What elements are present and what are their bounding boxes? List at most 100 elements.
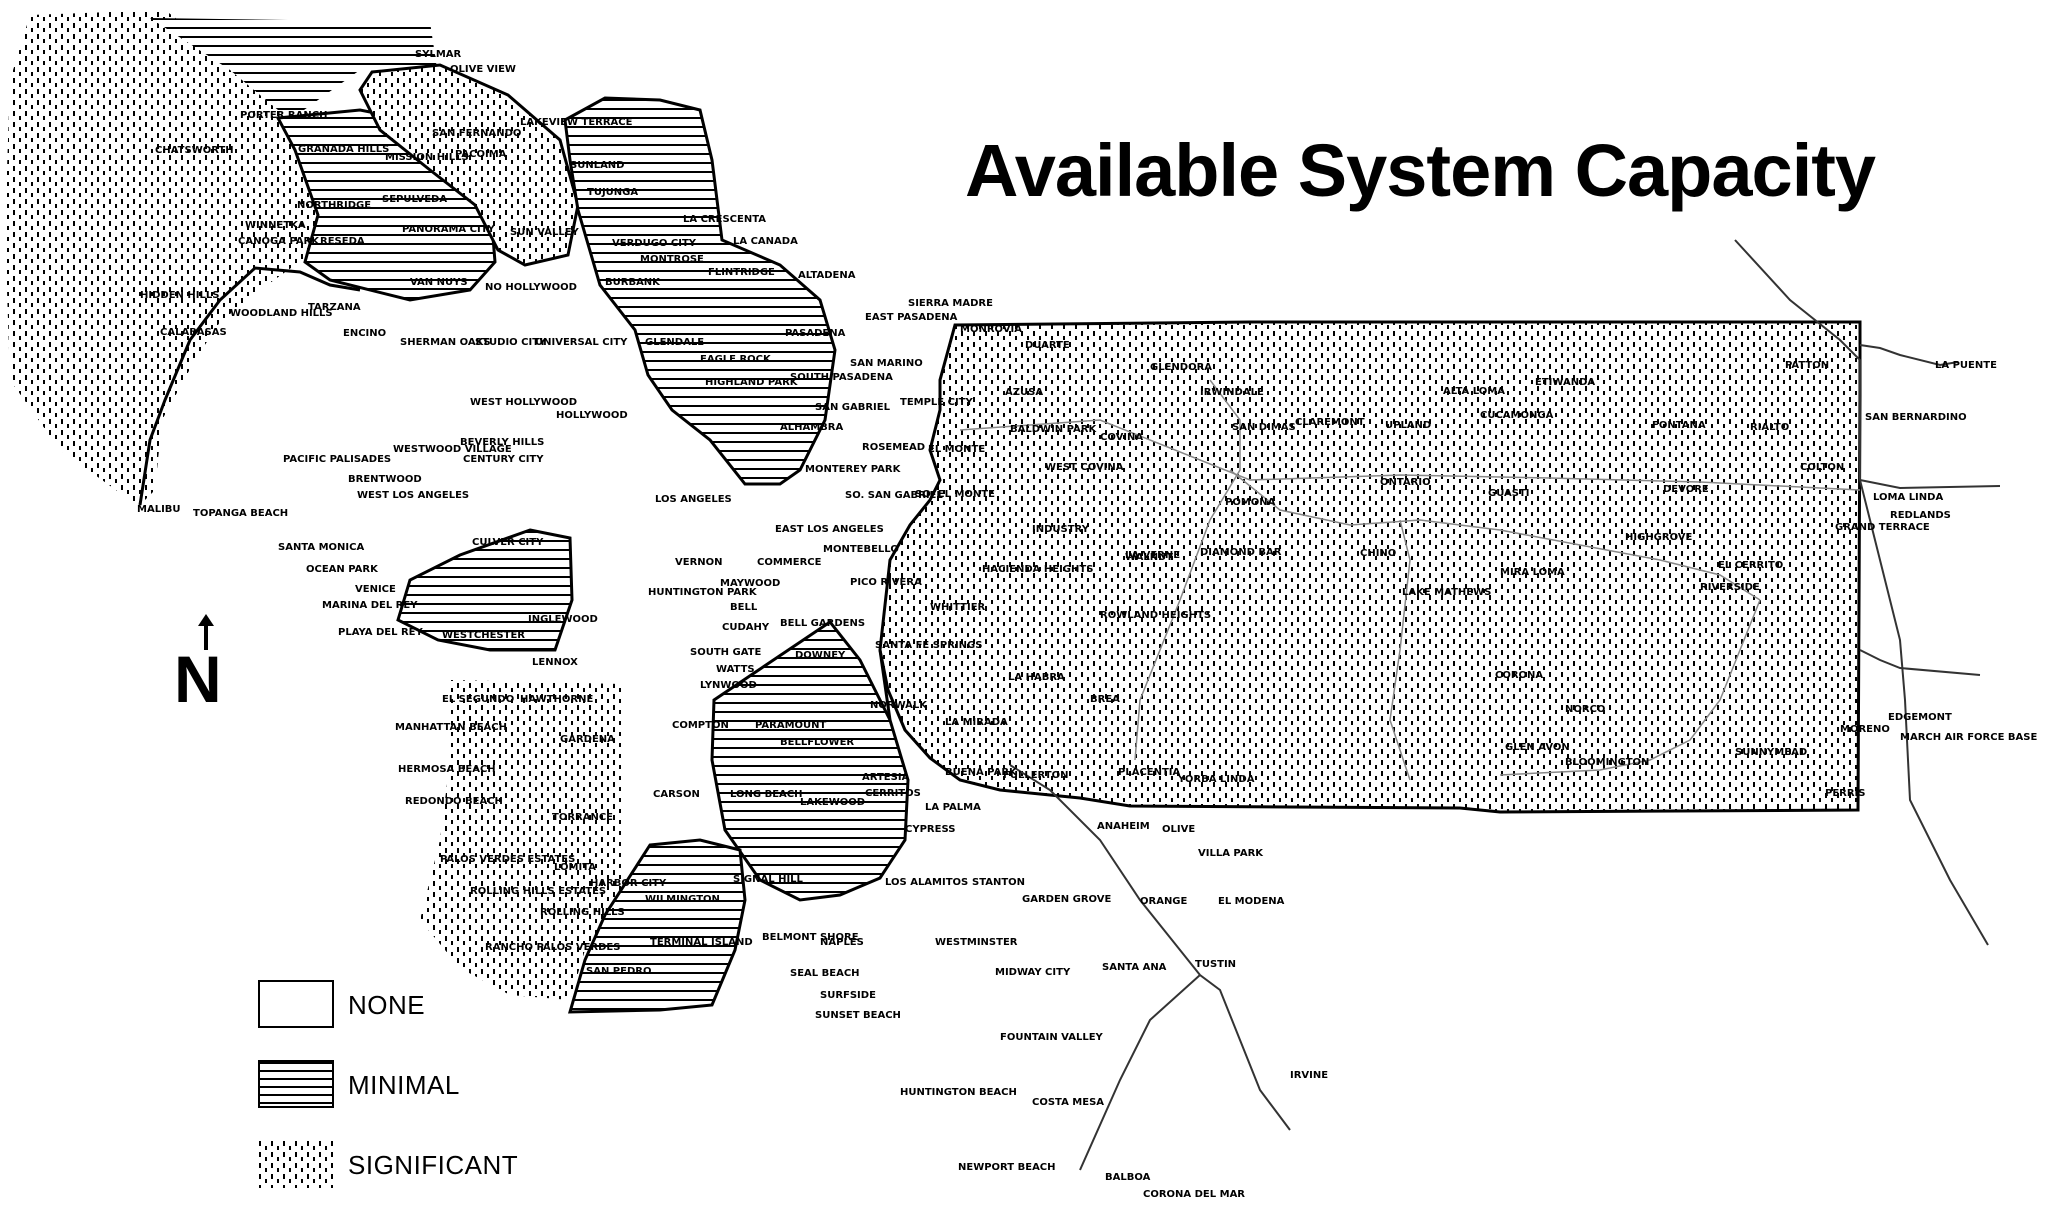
place-la-puente: INDUSTRY	[1032, 524, 1090, 535]
place-tujunga: TUJUNGA	[587, 187, 638, 198]
place-altadena: ALTADENA	[798, 270, 856, 281]
place-cypress: CYPRESS	[905, 824, 955, 835]
place-bell-gardens: BELL GARDENS	[780, 618, 865, 629]
place-artesia: ARTESIA	[862, 772, 910, 783]
place-east-los-angeles: EAST LOS ANGELES	[775, 524, 884, 535]
place-westchester: WESTCHESTER	[442, 630, 525, 641]
place-diamond-bar: DIAMOND BAR	[1200, 547, 1282, 558]
place-long-beach: LONG BEACH	[730, 789, 802, 800]
place-san-bernardino: SAN BERNARDINO	[1865, 412, 1967, 423]
place-azusa: AZUSA	[1005, 387, 1043, 398]
place-eagle-rock: EAGLE ROCK	[700, 354, 772, 365]
place-lennox: LENNOX	[532, 657, 578, 668]
place-glendora: GLENDORA	[1150, 362, 1212, 373]
place-whittier: WHITTIER	[930, 602, 986, 613]
region-significant-san-fernando	[358, 63, 580, 267]
place-naples: NAPLES	[820, 937, 864, 948]
place-calabasas: CALABASAS	[160, 327, 227, 338]
place-chatsworth: CHATSWORTH	[155, 145, 234, 156]
place-reseda: RESEDA	[320, 236, 365, 247]
place-san-pedro: SAN PEDRO	[586, 966, 651, 977]
north-letter: N	[174, 642, 222, 716]
place-fountain-valley: FOUNTAIN VALLEY	[1000, 1032, 1104, 1043]
place-mission-hills: MISSION HILLS	[385, 152, 469, 163]
place-bellflower: BELLFLOWER	[780, 737, 854, 748]
place-edgemont: EDGEMONT	[1888, 712, 1952, 723]
north-arrow-icon	[198, 614, 214, 650]
place-lake-mathews: EL CERRITO	[1718, 560, 1783, 571]
place-pacific-palisades: PACIFIC PALISADES	[283, 454, 391, 465]
place-sun-valley: SUN VALLEY	[510, 227, 580, 238]
place-south-pasadena: SOUTH PASADENA	[790, 372, 893, 383]
legend-swatch-none	[258, 980, 334, 1028]
place-studio-city: STUDIO CITY	[475, 337, 547, 348]
place-orange: ORANGE	[1140, 896, 1188, 907]
region-minimal-glendale-pasadena	[563, 96, 837, 486]
place-villa-park: VILLA PARK	[1198, 848, 1264, 859]
place-devore: PATTON	[1785, 360, 1829, 371]
freeway-lines	[1009, 239, 2001, 1171]
place-century-city: CENTURY CITY	[463, 454, 544, 465]
place-watts: WATTS	[716, 664, 755, 675]
place-montrose: MONTROSE	[640, 254, 704, 265]
place-rancho-palos-verdes: RANCHO PALOS VERDES	[485, 942, 620, 953]
place-rialto: RIALTO	[1750, 422, 1789, 433]
place-norco: NORCO	[1565, 704, 1605, 715]
place-etiwanda: ETIWANDA	[1535, 377, 1595, 388]
place-midway-city: MIDWAY CITY	[995, 967, 1071, 978]
place-pico-rivera: PICO RIVERA	[850, 577, 922, 588]
place-ontario: ONTARIO	[1380, 477, 1431, 488]
place-commerce: COMMERCE	[757, 557, 822, 568]
place-prado-dam: LAKE MATHEWS	[1402, 587, 1491, 598]
place-canoga-park: CANOGA PARK	[238, 236, 320, 247]
place-fullerton: FULLERTON	[1003, 770, 1068, 781]
place-irvine: IRVINE	[1290, 1070, 1328, 1081]
legend-row-none: NONE	[258, 980, 558, 1030]
place-sunland: SUNLAND	[570, 160, 624, 171]
place-brentwood: BRENTWOOD	[348, 474, 422, 485]
place-el-modena: EL MODENA	[1218, 896, 1285, 907]
place-hollywood: HOLLYWOOD	[556, 410, 628, 421]
legend-label-significant: SIGNIFICANT	[348, 1150, 519, 1180]
legend-swatch-significant	[258, 1140, 334, 1188]
place-sepulveda: SEPULVEDA	[382, 194, 447, 205]
place-downey: DOWNEY	[795, 650, 846, 661]
region-significant-south-bay	[420, 680, 622, 1000]
place-riverside: RIVERSIDE	[1700, 582, 1760, 593]
place-costa-mesa: COSTA MESA	[1032, 1097, 1104, 1108]
place-sunnymead: SUNNYMEAD	[1735, 747, 1807, 758]
place-lakeview-terrace: LAKEVIEW TERRACE	[520, 117, 633, 128]
place-colton: COLTON	[1800, 462, 1844, 473]
place-sherman-oaks: SHERMAN OAKS	[400, 337, 491, 348]
place-upland: UPLAND	[1385, 420, 1431, 431]
place-so-san-gabriel: SO. SAN GABRIEL	[845, 490, 943, 501]
place-palos-verdes-estates: PALOS VERDES ESTATES	[440, 854, 575, 865]
coastline	[138, 266, 892, 721]
place-east-pasadena: EAST PASADENA	[865, 312, 958, 323]
legend-row-minimal: MINIMAL	[258, 1060, 558, 1110]
place-olive-view: OLIVE VIEW	[450, 64, 516, 75]
place-hermosa-beach: HERMOSA BEACH	[398, 764, 496, 775]
region-minimal-culver	[396, 528, 574, 652]
place-lynwood: LYNWOOD	[700, 680, 757, 691]
place-hawthorne: HAWTHORNE	[520, 694, 593, 705]
place-westwood-village: WESTWOOD VILLAGE	[393, 444, 512, 455]
place-playa-del-rey: PLAYA DEL REY	[338, 627, 424, 638]
place-santa-fe-springs: SANTA FE SPRINGS	[875, 640, 982, 651]
place-rosemead: ROSEMEAD	[862, 442, 925, 453]
place-malibu: MALIBU	[137, 504, 181, 515]
place-harbor-city: HARBOR CITY	[590, 878, 667, 889]
place-maywood: MAYWOOD	[720, 578, 780, 589]
place-la-palma: LA PALMA	[925, 802, 981, 813]
place-verdugo-city: VERDUGO CITY	[612, 238, 697, 249]
place-signal-hill: SIGNAL HILL	[733, 874, 804, 885]
region-minimal-paramount	[710, 619, 910, 902]
place-sierra-madre: SIERRA MADRE	[908, 298, 993, 309]
place-west-los-angeles: WEST LOS ANGELES	[357, 490, 469, 501]
place-labels: SYLMAR OLIVE VIEW PORTER RANCH CHATSWORT…	[137, 49, 2037, 1200]
place-patton: LA PUENTE	[1935, 360, 1997, 371]
place-porter-ranch: PORTER RANCH	[240, 110, 327, 121]
place-stanton: STANTON	[972, 877, 1025, 888]
place-paramount: PARAMOUNT	[755, 720, 827, 731]
